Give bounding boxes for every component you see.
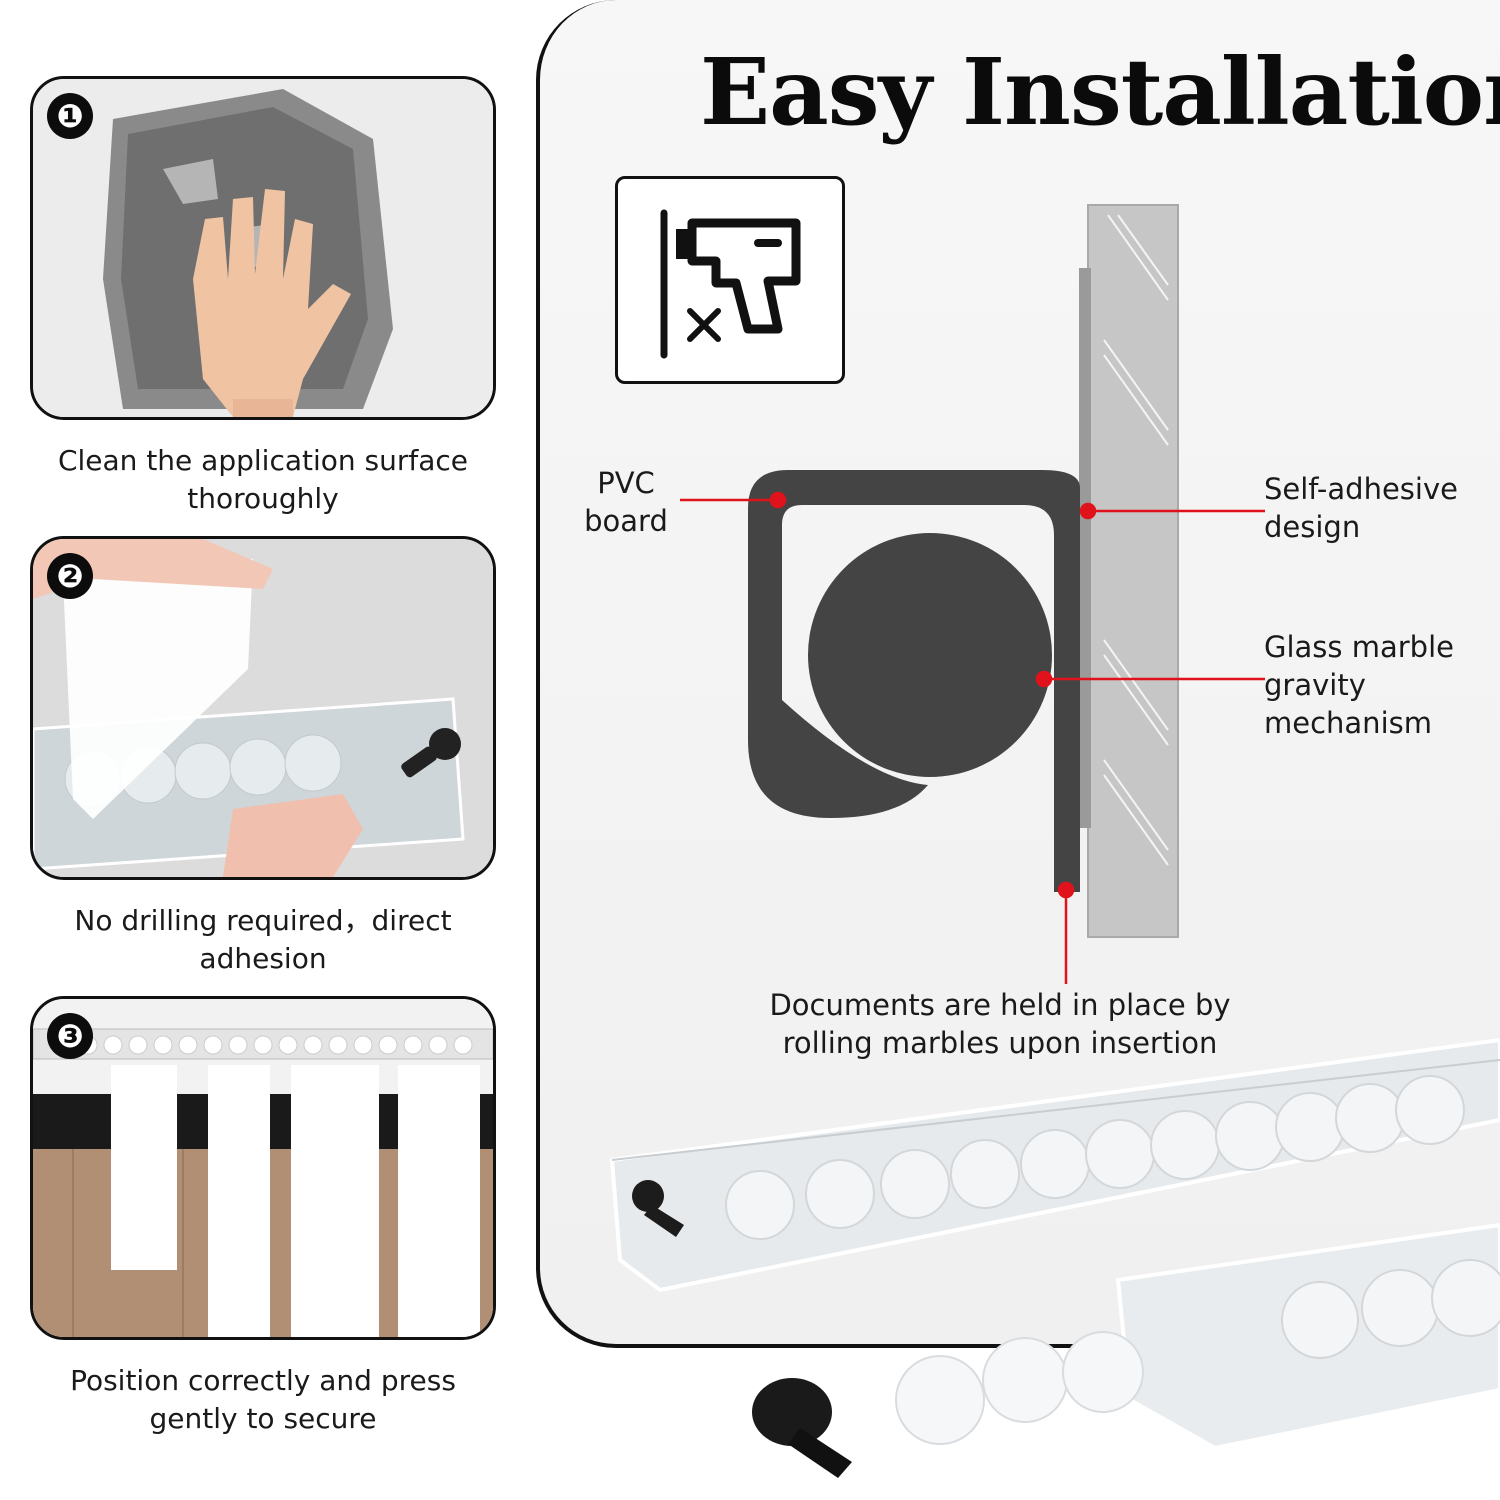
step-2-card: ❷ (30, 536, 496, 880)
step-1-caption: Clean the application surface thoroughly (57, 444, 469, 515)
adhesive-strip (1079, 268, 1091, 828)
document-pointer-dot (1057, 881, 1075, 899)
pvc-board-label: PVC board (584, 466, 668, 538)
peel-tape-image (33, 539, 493, 877)
self-adhesive-label: Self-adhesive design (1264, 472, 1458, 544)
glass-reflection (1103, 214, 1169, 866)
adhesive-pointer-dot (1079, 502, 1097, 520)
marble-pointer-dot (1035, 670, 1053, 688)
step-3-caption: Position correctly and press gently to s… (70, 1364, 456, 1435)
glass-marble (808, 533, 1052, 777)
rail-marbles-long (725, 1075, 1465, 1240)
step-3-card: ❸ (30, 996, 496, 1340)
page-title: Easy Installation (700, 38, 1500, 146)
marble-mechanism-label: Glass marble gravity mechanism (1264, 630, 1454, 740)
step-2-caption: No drilling required，direct adhesion (74, 904, 452, 975)
mounted-holder-image (33, 999, 493, 1337)
documents-label: Documents are held in place by rolling m… (769, 988, 1231, 1060)
step-1-number: ❶ (47, 93, 93, 139)
rail-marbles-short (1281, 1259, 1500, 1359)
step-3-number: ❸ (47, 1013, 93, 1059)
towel-hand-image (33, 79, 493, 417)
no-drill-icon (615, 176, 845, 384)
pvc-profile (748, 470, 1080, 892)
pvc-pointer-dot (769, 491, 787, 509)
step-2-number: ❷ (47, 553, 93, 599)
loose-screw (752, 1378, 852, 1478)
step-1-card: ❶ (30, 76, 496, 420)
loose-marbles (895, 1331, 1144, 1445)
